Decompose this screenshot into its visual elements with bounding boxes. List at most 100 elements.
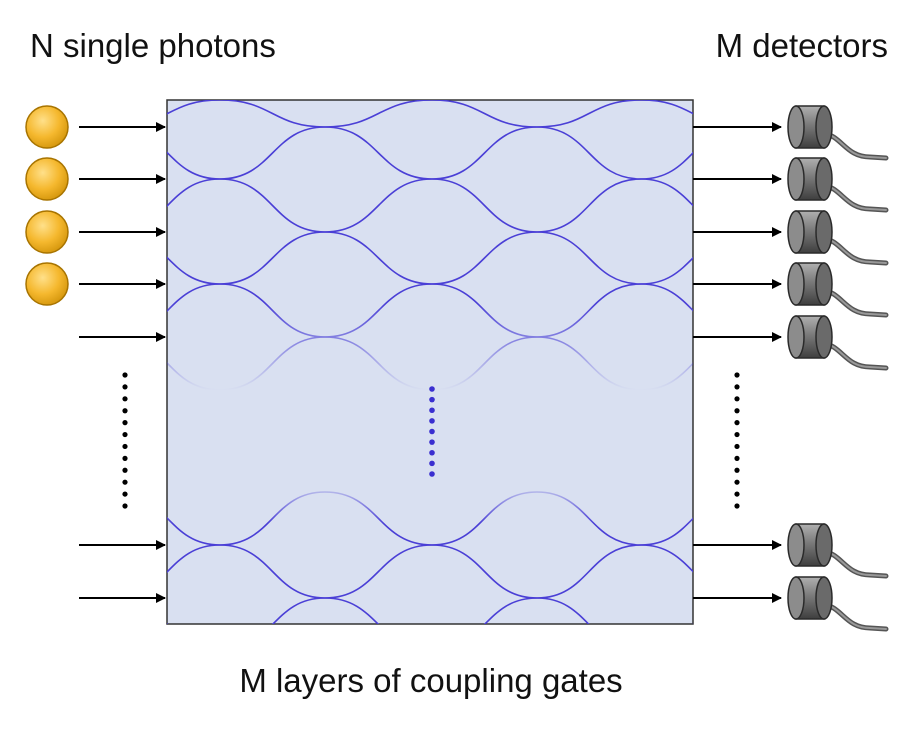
waveguide-path <box>167 256 221 285</box>
detector-face <box>787 523 805 567</box>
waveguide-path <box>536 231 642 285</box>
ellipsis-dot <box>122 443 128 450</box>
detectors-label: M detectors <box>715 27 888 64</box>
waveguide-path <box>640 283 693 312</box>
ellipsis-dot <box>122 431 128 438</box>
waveguide-path <box>167 361 221 391</box>
waveguide-path <box>167 544 221 574</box>
waveguide-path <box>536 597 590 624</box>
waveguide-path <box>167 178 221 208</box>
waveguide-path <box>219 283 326 338</box>
ellipsis-dot <box>429 460 435 467</box>
ellipsis-dot <box>122 372 128 378</box>
ellipsis-dot <box>734 455 740 461</box>
detector-back <box>815 210 833 254</box>
photon-sources <box>25 105 69 306</box>
ellipsis-dot <box>429 386 435 392</box>
waveguide-path <box>431 178 538 233</box>
waveguide-path <box>324 544 433 599</box>
ellipsis-dot <box>122 408 128 414</box>
ellipsis-dot <box>734 467 740 473</box>
ellipsis-dot <box>734 443 740 450</box>
waveguide-path <box>536 178 642 233</box>
waveguide-path <box>536 283 642 338</box>
ellipsis-dot <box>429 407 435 414</box>
waveguide-path <box>431 100 538 128</box>
ellipsis-dot <box>734 479 740 485</box>
waveguide-path <box>324 231 433 285</box>
waveguide-path <box>271 597 326 624</box>
waveguide-path <box>324 491 433 546</box>
waveguide-network-bottom <box>167 491 693 624</box>
detector-cylinder-icon <box>787 105 889 161</box>
waveguide-path <box>536 491 642 546</box>
ellipsis-dot <box>734 396 740 402</box>
ellipsis-dot <box>429 396 435 403</box>
left-ellipsis-dots <box>122 372 128 509</box>
waveguide-path <box>431 491 538 546</box>
photon-circle-icon <box>25 210 69 254</box>
ellipsis-dot <box>122 491 128 497</box>
photons-label: N single photons <box>30 27 276 64</box>
photon-circle-icon <box>25 262 69 306</box>
ellipsis-dot <box>429 449 435 456</box>
detector-face <box>787 157 805 201</box>
waveguide-path <box>431 544 538 599</box>
detector-face <box>787 105 805 149</box>
ellipsis-dot <box>122 420 128 426</box>
photon-circle-icon <box>25 105 69 149</box>
gates-label: M layers of coupling gates <box>239 662 623 699</box>
detector-back <box>815 157 833 201</box>
waveguide-path <box>219 178 326 233</box>
waveguide-path <box>431 126 538 180</box>
ellipsis-dot <box>734 420 740 426</box>
detector-back <box>815 315 833 359</box>
waveguide-path <box>640 517 693 546</box>
photon-circle-icon <box>25 157 69 201</box>
waveguide-path <box>640 256 693 285</box>
detector-face <box>787 315 805 359</box>
waveguide-path <box>324 336 433 391</box>
waveguide-path <box>640 362 693 391</box>
detector-back <box>815 262 833 306</box>
waveguide-path <box>431 336 538 391</box>
ellipsis-dot <box>122 384 128 390</box>
waveguide-path <box>536 126 642 180</box>
ellipsis-dot <box>429 428 435 435</box>
waveguide-path <box>219 231 326 285</box>
center-ellipsis-dots <box>429 386 435 477</box>
ellipsis-dot <box>429 471 435 477</box>
ellipsis-dot <box>122 455 128 461</box>
coupling-gates-box <box>166 99 694 625</box>
ellipsis-dot <box>122 396 128 402</box>
detector-cylinder-icon <box>787 262 889 318</box>
detector-face <box>787 262 805 306</box>
waveguide-path <box>640 544 693 573</box>
ellipsis-dot <box>734 384 740 390</box>
detector-face <box>787 210 805 254</box>
detector-cylinder-icon <box>787 157 889 213</box>
waveguide-path <box>324 126 433 180</box>
ellipsis-dot <box>734 431 740 438</box>
waveguide-path <box>219 491 326 546</box>
waveguide-path <box>324 283 433 338</box>
waveguide-path <box>219 100 326 128</box>
waveguide-path <box>431 283 538 338</box>
waveguide-path <box>167 151 221 180</box>
waveguide-path <box>167 283 221 313</box>
ellipsis-dot <box>429 439 435 445</box>
waveguide-path <box>324 100 433 128</box>
detector-back <box>815 523 833 567</box>
waveguide-path <box>219 336 326 391</box>
detector-face <box>787 576 805 620</box>
ellipsis-dot <box>734 372 740 378</box>
waveguide-path <box>483 597 538 624</box>
waveguide-path <box>324 597 380 624</box>
waveguide-path <box>219 544 326 599</box>
ellipsis-dot <box>122 503 128 509</box>
waveguide-path <box>536 336 642 391</box>
waveguide-path <box>324 178 433 233</box>
ellipsis-dot <box>122 479 128 485</box>
waveguide-path <box>219 126 326 180</box>
waveguide-path <box>640 100 693 115</box>
